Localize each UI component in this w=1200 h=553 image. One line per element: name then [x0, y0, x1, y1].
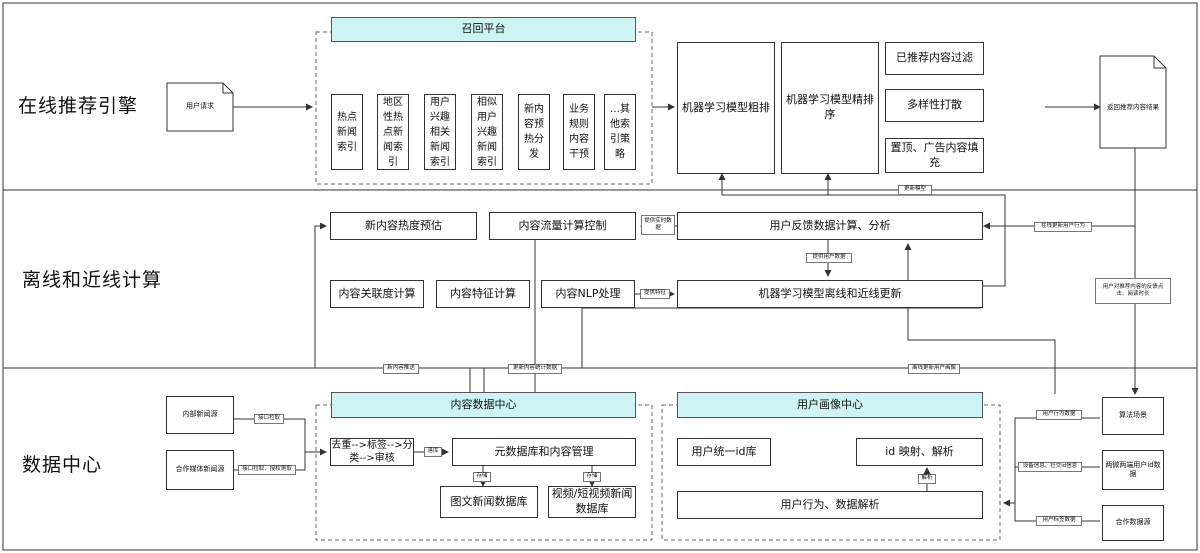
label-device-info: 设备信息、社交id信息 [1018, 462, 1082, 472]
pin-ad-fill[interactable]: 置顶、广告内容填充 [885, 138, 984, 173]
label-provide-feature: 提供特征 [640, 289, 670, 299]
arrow-scenario-behavior [1003, 417, 1100, 507]
label-tag-data: 用户标签数据 [1036, 516, 1082, 526]
return-results[interactable]: 返回推荐内容结果 [1107, 102, 1159, 111]
label-store-in: 落库 [424, 447, 442, 457]
user-request[interactable]: 用户请求 [186, 102, 214, 111]
content-center-title: 内容数据中心 [331, 392, 636, 418]
result-doc [1099, 55, 1167, 149]
lane-online-title: 在线推荐引擎 [18, 95, 139, 117]
recall-other-strategies[interactable]: …其他索引策略 [604, 94, 636, 170]
internal-news-source[interactable]: 内部新闻源 [166, 396, 234, 434]
label-store-2: 存储 [583, 472, 601, 482]
label-online-behavior: 在线更新用户行为 [1034, 222, 1092, 232]
label-provide-user-data: 提供用户数据 [806, 253, 852, 263]
lane-offline-title: 离线和近线计算 [22, 269, 163, 291]
label-store-1: 存储 [473, 472, 491, 482]
label-api-pull-auth: 接口拉取、授权爬取 [238, 465, 296, 475]
recall-new-content-warmup[interactable]: 新内容预热分发 [518, 94, 550, 170]
label-new-push: 新内容推送 [383, 364, 419, 374]
profile-center-title: 用户画像中心 [677, 392, 983, 418]
behavior-parsing[interactable]: 用户行为、数据解析 [677, 491, 983, 519]
ml-model-update[interactable]: 机器学习模型离线和近线更新 [677, 280, 983, 308]
user-request-doc [166, 82, 234, 132]
nlp-processing[interactable]: 内容NLP处理 [541, 280, 635, 308]
filter-recommended[interactable]: 已推荐内容过滤 [885, 42, 984, 75]
label-stat-update: 更新内容统计数据 [508, 364, 562, 374]
flow-control[interactable]: 内容流量计算控制 [489, 212, 636, 240]
algo-scenario[interactable]: 算法场景 [1102, 397, 1164, 435]
coarse-ranking[interactable]: 机器学习模型粗排 [677, 42, 775, 174]
line-update-model [722, 194, 1006, 287]
partner-news-source[interactable]: 合作媒体新闻源 [166, 450, 234, 490]
recall-platform-title: 召回平台 [331, 17, 636, 42]
unified-id-lib[interactable]: 用户统一id库 [677, 438, 771, 466]
recall-regional-news[interactable]: 地区性热点新闻索引 [377, 94, 409, 170]
new-content-heat[interactable]: 新内容热度预估 [330, 212, 477, 240]
recall-interest-news[interactable]: 用户兴趣相关新闻索引 [424, 94, 456, 170]
recall-hot-news[interactable]: 热点新闻索引 [331, 94, 363, 170]
line-ml-feed [483, 300, 981, 394]
feature-calc[interactable]: 内容特征计算 [436, 280, 530, 308]
feedback-analysis[interactable]: 用户反馈数据计算、分析 [677, 212, 983, 240]
text-news-db[interactable]: 图文新闻数据库 [440, 486, 538, 518]
label-profile-update: 离线更新用户画像 [908, 364, 960, 374]
dedup-pipeline[interactable]: 去重-->标签-->分类-->审核 [330, 438, 414, 466]
cross-platform-id[interactable]: 两微两端用户id数据 [1102, 450, 1164, 490]
label-parse: 解析 [918, 474, 936, 484]
recall-similar-user-news[interactable]: 相似用户兴趣新闻索引 [471, 94, 503, 170]
label-behavior-data: 用户行为数据 [1036, 410, 1082, 420]
recall-business-rules[interactable]: 业务规则内容干预 [563, 94, 595, 170]
lane-data-title: 数据中心 [22, 454, 103, 476]
fine-ranking[interactable]: 机器学习模型精排序 [781, 42, 879, 174]
relevance-calc[interactable]: 内容关联度计算 [330, 280, 424, 308]
label-update-model: 更新模型 [898, 185, 932, 195]
line-new-push-bottom [315, 367, 471, 394]
label-user-feedback: 用户对推荐内容的反馈点击、阅读时长 [1095, 278, 1171, 304]
label-api-pull: 接口拉取 [254, 414, 284, 424]
id-mapping[interactable]: id 映射、解析 [856, 438, 983, 466]
diversity-shuffle[interactable]: 多样性打散 [885, 89, 984, 122]
arrow-new-push [314, 222, 327, 368]
label-realtime-data: 提供实时数据 [641, 215, 675, 235]
partner-data-source[interactable]: 合作数据源 [1102, 505, 1164, 541]
video-news-db[interactable]: 视频/短视频新闻数据库 [548, 486, 636, 518]
metadata-content-mgmt[interactable]: 元数据库和内容管理 [452, 438, 636, 466]
profile-center-container [661, 404, 1001, 541]
